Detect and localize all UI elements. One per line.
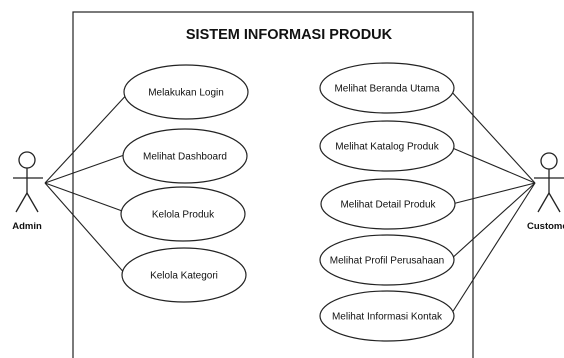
use-case-label: Melihat Dashboard [143, 152, 227, 163]
associations [44, 89, 536, 317]
system-title: SISTEM INFORMASI PRODUK [186, 27, 393, 43]
association-customer-beranda [449, 89, 536, 184]
system-boundary [72, 11, 474, 358]
use-case-label: Kelola Produk [152, 210, 215, 221]
use-case-ellipse [319, 290, 455, 342]
association-admin-login [44, 89, 132, 184]
association-customer-detail [451, 182, 536, 205]
use-case-ellipse [122, 128, 248, 184]
association-admin-kategori [44, 182, 128, 277]
customer-label: Customer [527, 221, 564, 232]
actor-leg-right [26, 192, 39, 213]
use-case-ellipse [319, 120, 455, 172]
customer-use-cases: Melihat Beranda Utama Melihat Katalog Pr… [319, 62, 456, 342]
use-case-ellipse [320, 178, 456, 230]
association-customer-katalog [449, 146, 536, 184]
use-case-label: Melihat Profil Perusahaan [330, 256, 445, 267]
use-case-ellipse [120, 186, 246, 242]
use-case-label: Kelola Kategori [150, 271, 218, 282]
use-case-ellipse [121, 247, 247, 303]
use-case-label: Melihat Informasi Kontak [332, 312, 443, 323]
customer-actor [534, 152, 564, 213]
use-case-label: Melihat Beranda Utama [334, 84, 439, 95]
association-customer-profil [449, 182, 536, 261]
admin-use-cases: Melakukan Login Melihat Dashboard Kelola… [120, 64, 249, 303]
use-case-label: Melihat Detail Produk [340, 200, 436, 211]
association-customer-kontak [449, 182, 536, 317]
actor-leg-right [548, 192, 561, 213]
use-case-ellipse [123, 64, 249, 120]
admin-label: Admin [12, 221, 42, 232]
use-case-ellipse [319, 62, 455, 114]
use-case-ellipse [319, 234, 455, 286]
use-case-label: Melakukan Login [148, 88, 224, 99]
actor-head [18, 151, 36, 169]
actor-head [540, 152, 558, 170]
use-case-label: Melihat Katalog Produk [335, 142, 439, 153]
actor-leg-left [15, 192, 28, 213]
association-admin-produk [44, 182, 126, 213]
actor-leg-left [537, 192, 550, 213]
association-admin-dashboard [44, 153, 128, 184]
admin-actor [13, 151, 43, 213]
